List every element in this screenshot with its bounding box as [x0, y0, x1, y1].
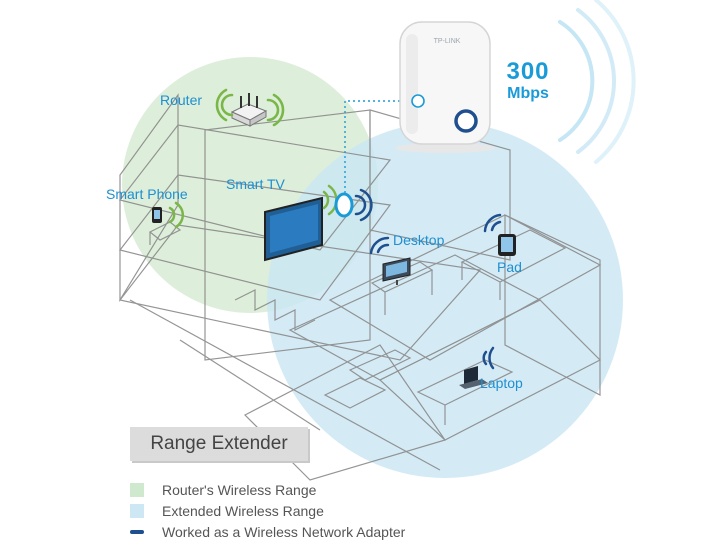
router-icon: [230, 93, 268, 127]
speed-unit: Mbps: [507, 85, 549, 102]
legend: Router's Wireless Range Extended Wireles…: [130, 479, 405, 542]
extender-link-line: [344, 100, 410, 196]
desktop-label: Desktop: [393, 232, 445, 248]
legend-item-router-range: Router's Wireless Range: [130, 479, 405, 500]
extender-wifi-arcs: [558, 0, 636, 164]
laptop-icon: [459, 346, 495, 389]
legend-item-extended-range: Extended Wireless Range: [130, 500, 405, 521]
extended-range-circle: [267, 122, 623, 478]
range-extender-device: TP-LINK: [395, 21, 495, 153]
smart-tv-icon: [264, 184, 338, 262]
router-wifi-icon: [215, 88, 285, 127]
house-wireframe: [118, 93, 602, 481]
smart-phone-icon: [152, 201, 185, 229]
device-power-ring: [454, 109, 478, 133]
laptop-label: Laptop: [480, 375, 523, 391]
speed-value: 300: [506, 58, 550, 85]
desktop-icon: [369, 236, 411, 285]
legend-swatch-extended-range: [130, 503, 144, 518]
speed-readout: 300 Mbps: [500, 60, 556, 102]
diagram-title: Range Extender: [130, 427, 308, 461]
legend-item-adapter: Worked as a Wireless Network Adapter: [130, 521, 405, 542]
legend-swatch-adapter: [130, 529, 144, 534]
smart-tv-label: Smart TV: [226, 176, 285, 192]
smart-phone-label: Smart Phone: [106, 186, 188, 202]
legend-label: Worked as a Wireless Network Adapter: [162, 523, 406, 540]
legend-swatch-router-range: [130, 482, 144, 497]
adapter-icon: [334, 188, 373, 222]
legend-label: Extended Wireless Range: [162, 502, 324, 519]
router-label: Router: [160, 92, 203, 108]
legend-label: Router's Wireless Range: [162, 481, 317, 498]
pad-label: Pad: [497, 259, 522, 275]
pad-icon: [483, 213, 516, 256]
device-brand: TP-LINK: [434, 38, 461, 45]
